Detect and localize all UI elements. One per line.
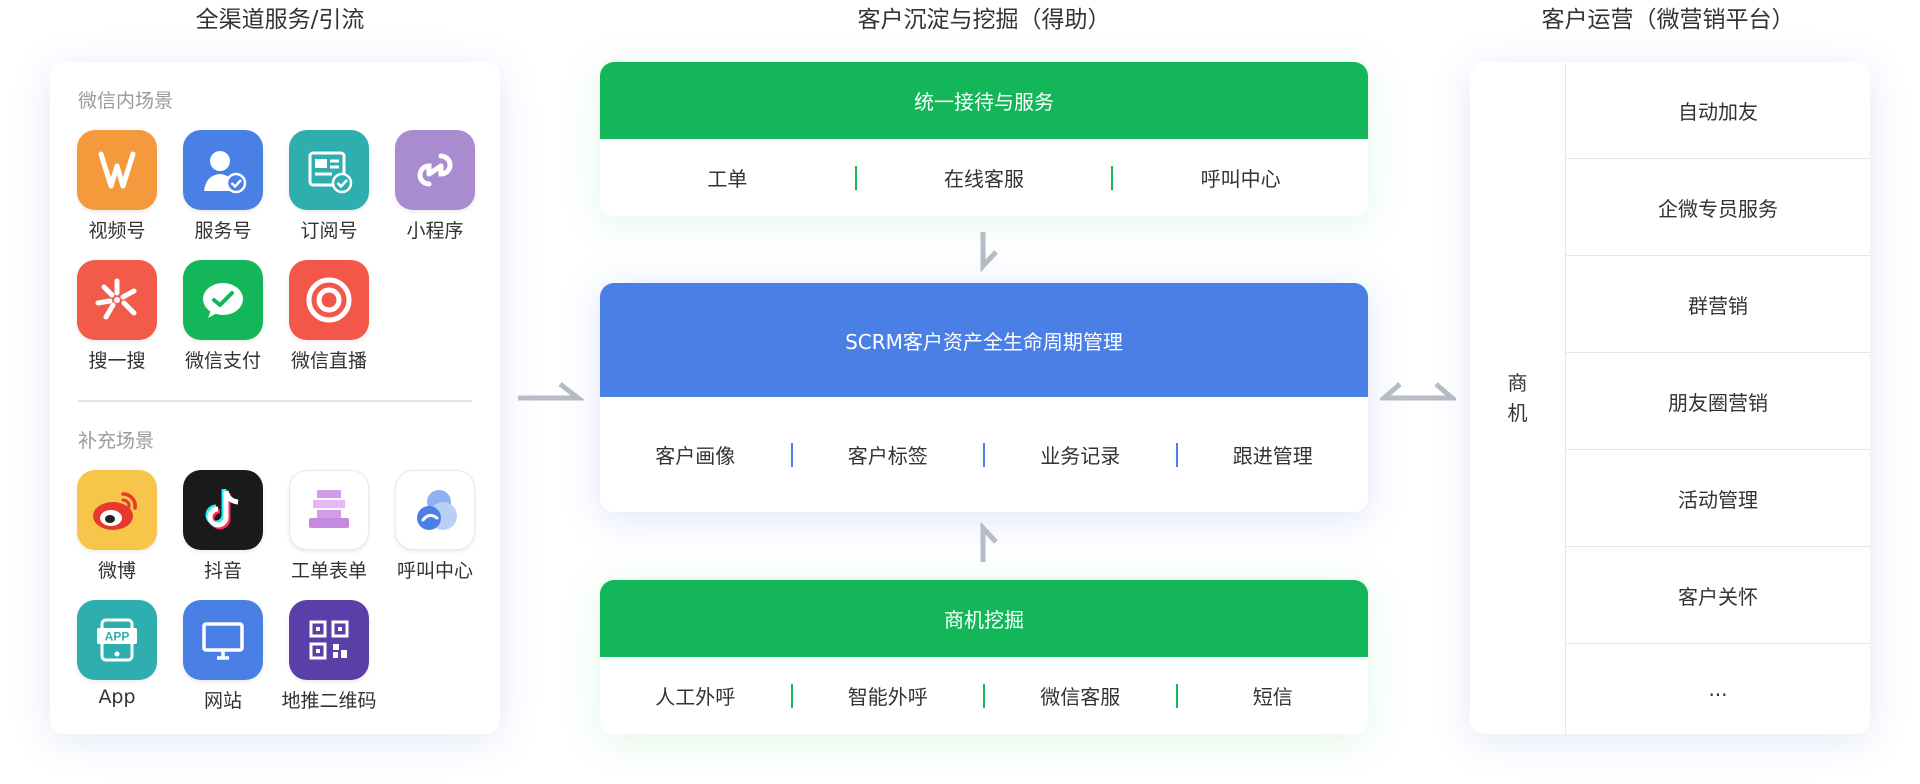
service-account-icon — [183, 130, 263, 210]
row-separator — [1111, 165, 1114, 190]
mining-item: 短信 — [1252, 685, 1293, 709]
website-icon — [183, 600, 263, 680]
channels-icon — [77, 130, 157, 210]
app-channels[interactable]: 视频号 — [64, 130, 170, 243]
service-card-title: 统一接待与服务 — [600, 62, 1368, 139]
ops-item-moments-marketing: 朋友圈营销 — [1566, 353, 1870, 450]
app-label: 微信支付 — [184, 350, 261, 372]
arrow-up-icon — [980, 522, 998, 562]
douyin-icon — [183, 470, 263, 550]
form-icon — [289, 470, 369, 550]
app-label: 搜一搜 — [88, 350, 146, 372]
mining-card: 商机挖掘 人工外呼 智能外呼 微信客服 短信 — [600, 580, 1368, 734]
scrm-card: SCRM客户资产全生命周期管理 客户画像 客户标签 业务记录 跟进管理 — [600, 283, 1368, 512]
call-center-icon — [395, 470, 475, 550]
operations-list: 自动加友 企微专员服务 群营销 朋友圈营销 活动管理 客户关怀 ... — [1566, 62, 1870, 734]
row-separator — [790, 683, 793, 708]
channel-panel: 微信内场景 视频号 服务号 订阅号 小程序 搜一搜 微信支付 — [50, 62, 500, 734]
ops-item-customer-care: 客户关怀 — [1566, 547, 1870, 644]
app-label: 小程序 — [406, 220, 464, 242]
right-column-title: 客户运营（微营销平台） — [1541, 7, 1795, 33]
arrow-right-icon — [518, 382, 584, 401]
app-label: 微信直播 — [290, 350, 367, 372]
app-mini-program[interactable]: 小程序 — [382, 130, 488, 243]
app-live[interactable]: 微信直播 — [276, 260, 382, 373]
opportunity-column: 商机 — [1470, 62, 1566, 734]
ops-item-auto-add-friend: 自动加友 — [1566, 62, 1870, 159]
app-service-account[interactable]: 服务号 — [170, 130, 276, 243]
app-wechat-pay[interactable]: 微信支付 — [170, 260, 276, 373]
middle-column-title: 客户沉淀与挖掘（得助） — [857, 7, 1111, 33]
app-form[interactable]: 工单表单 — [276, 470, 382, 583]
app-label: 微博 — [97, 560, 136, 582]
scrm-item: 客户画像 — [655, 444, 736, 468]
ops-item-group-marketing: 群营销 — [1566, 256, 1870, 353]
service-item: 在线客服 — [944, 167, 1024, 191]
service-item: 工单 — [707, 167, 748, 191]
app-label: 网站 — [203, 690, 242, 712]
search-icon — [77, 260, 157, 340]
row-separator — [854, 165, 857, 190]
app-label: 呼叫中心 — [396, 560, 473, 582]
row-separator — [790, 442, 793, 467]
row-separator — [1175, 442, 1178, 467]
app-call-center[interactable]: 呼叫中心 — [382, 470, 488, 583]
section-divider — [78, 400, 472, 402]
scrm-card-title: SCRM客户资产全生命周期管理 — [600, 283, 1368, 397]
app-qrcode[interactable]: 地推二维码 — [276, 600, 382, 713]
app-mobile-app[interactable]: APP App — [64, 600, 170, 708]
row-separator — [983, 442, 985, 467]
app-weibo[interactable]: 微博 — [64, 470, 170, 583]
ops-item-wecom-service: 企微专员服务 — [1566, 159, 1870, 256]
service-card: 统一接待与服务 工单 在线客服 呼叫中心 — [600, 62, 1368, 216]
app-icon: APP — [77, 600, 157, 680]
row-separator — [1175, 683, 1178, 708]
ops-item-more: ... — [1708, 677, 1728, 701]
ops-item-activity-management: 活动管理 — [1566, 450, 1870, 547]
scrm-item: 客户标签 — [847, 444, 928, 468]
left-column-title: 全渠道服务/引流 — [195, 7, 365, 33]
qrcode-icon — [289, 600, 369, 680]
mining-item: 智能外呼 — [847, 685, 928, 709]
mini-program-icon — [395, 130, 475, 210]
wechat-section-label: 微信内场景 — [78, 90, 174, 112]
app-douyin[interactable]: 抖音 — [170, 470, 276, 583]
mining-item: 人工外呼 — [655, 685, 736, 709]
row-separator — [983, 683, 985, 708]
opportunity-label: 商机 — [1507, 371, 1528, 425]
arrow-down-icon — [980, 232, 998, 272]
app-label: 视频号 — [88, 220, 146, 242]
extra-section-label: 补充场景 — [78, 430, 155, 452]
app-label: 订阅号 — [300, 220, 358, 242]
app-label: App — [98, 686, 136, 708]
weibo-icon — [77, 470, 157, 550]
svg-text:APP: APP — [105, 630, 130, 644]
arrow-bidirectional-icon — [1380, 382, 1456, 401]
service-item: 呼叫中心 — [1200, 167, 1281, 191]
app-label: 工单表单 — [290, 560, 367, 582]
operations-panel: 商机 自动加友 企微专员服务 群营销 朋友圈营销 活动管理 客户关怀 ... — [1470, 62, 1870, 734]
app-label: 服务号 — [194, 220, 252, 242]
app-label: 抖音 — [203, 560, 242, 582]
app-search[interactable]: 搜一搜 — [64, 260, 170, 373]
app-website[interactable]: 网站 — [170, 600, 276, 713]
mining-item: 微信客服 — [1040, 685, 1121, 709]
live-icon — [289, 260, 369, 340]
app-subscription[interactable]: 订阅号 — [276, 130, 382, 243]
scrm-item: 业务记录 — [1040, 444, 1121, 468]
scrm-item: 跟进管理 — [1232, 444, 1313, 468]
subscription-icon — [289, 130, 369, 210]
app-label: 地推二维码 — [281, 690, 377, 712]
wechat-pay-icon — [183, 260, 263, 340]
mining-card-title: 商机挖掘 — [600, 580, 1368, 657]
